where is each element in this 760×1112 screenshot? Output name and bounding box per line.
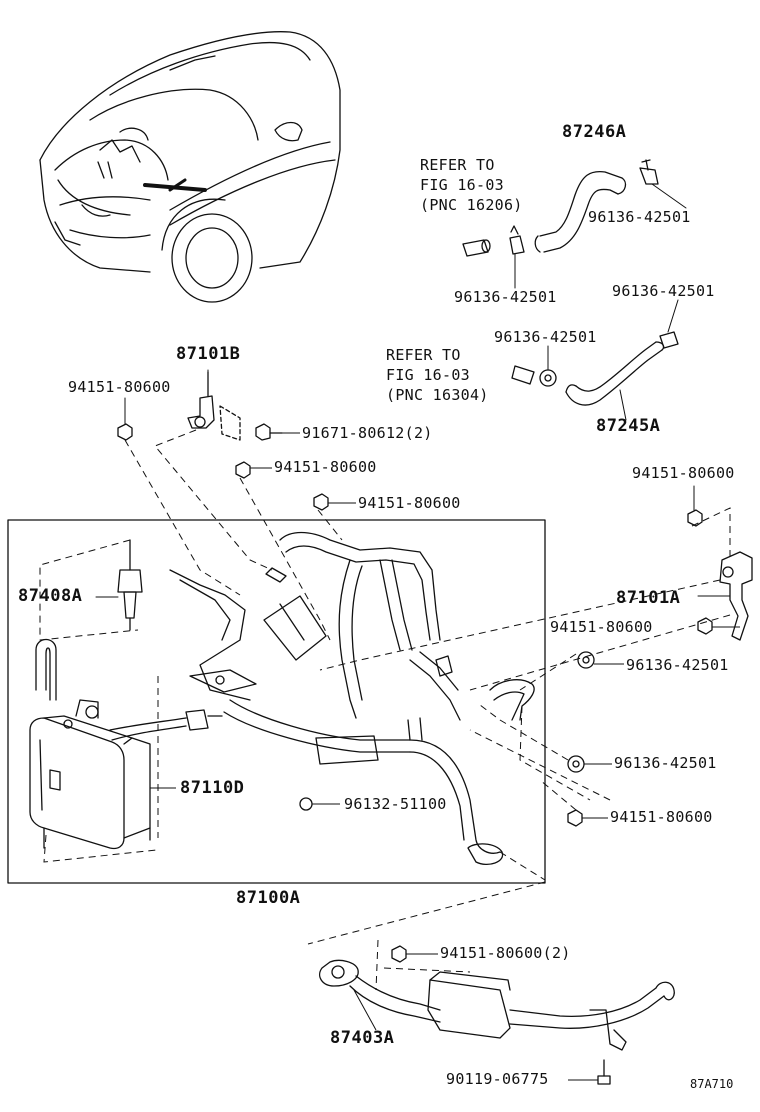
nut-center-1 (235, 461, 251, 479)
clamp-upper-left (509, 225, 525, 255)
label-assembly: 87100A (236, 888, 301, 908)
pipe-stub-top (462, 239, 491, 257)
refer-note-mid-line1: REFER TO (386, 346, 461, 364)
label-nut-bottom: 94151-80600(2) (440, 944, 571, 962)
label-exhaust-pipe: 87403A (330, 1028, 395, 1048)
vehicle-illustration (39, 31, 341, 303)
coolant-pipes (169, 531, 504, 866)
nut-bottom (391, 945, 407, 963)
refer-note-mid-line2: FIG 16-03 (386, 366, 470, 384)
bracket-87101b (187, 371, 241, 441)
label-bracket-right: 87101A (616, 588, 681, 608)
label-heater-unit: 87110D (180, 778, 245, 798)
nut-right-low (567, 809, 583, 827)
clamp-mid (539, 369, 557, 387)
label-hose-mid: 87245A (596, 416, 661, 436)
label-clamp-mid-top: 96136-42501 (612, 282, 715, 300)
label-clamp-upper-left: 96136-42501 (454, 288, 557, 306)
label-valve: 87408A (18, 586, 83, 606)
clamp-right-1 (577, 651, 595, 669)
refer-note-top-line3: (PNC 16206) (420, 196, 523, 214)
nut-right-mid (697, 617, 713, 635)
pipe-stub-mid (511, 365, 535, 385)
figure-code: 87A710 (690, 1077, 734, 1091)
valve-87408a (117, 539, 143, 631)
heater-unit-87110d (29, 699, 223, 850)
label-nut-left-top: 94151-80600 (68, 378, 171, 396)
label-nut-right-top: 94151-80600 (632, 464, 735, 482)
exhaust-pipe-87403a (319, 959, 675, 1085)
label-hose-upper: 87246A (562, 122, 627, 142)
clamp-right-2 (567, 755, 585, 773)
vacuum-hose-loop (35, 638, 57, 701)
assembly-frame (7, 519, 546, 884)
clamp-upper-right (639, 159, 659, 185)
label-nut-right-mid: 94151-80600 (550, 618, 653, 636)
label-nut-right-low: 94151-80600 (610, 808, 713, 826)
nut-center-2 (313, 493, 329, 511)
nut-right-top (687, 509, 703, 527)
hose-87245a (565, 341, 665, 406)
label-nut-center-2: 94151-80600 (358, 494, 461, 512)
bolt-91671 (255, 423, 283, 441)
label-nut-center-1: 94151-80600 (274, 458, 377, 476)
label-bolt-bracket: 91671-80612(2) (302, 424, 433, 442)
hose-87246a (534, 170, 627, 253)
label-clamp-upper-right: 96136-42501 (588, 208, 691, 226)
refer-note-top-line1: REFER TO (420, 156, 495, 174)
hose-right-stub (489, 679, 535, 721)
label-bolt-bottom: 90119-06775 (446, 1070, 549, 1088)
refer-note-top-line2: FIG 16-03 (420, 176, 504, 194)
clamp-96132 (299, 797, 313, 811)
clamp-mid-top (659, 331, 679, 349)
label-clamp-inner: 96132-51100 (344, 795, 447, 813)
label-clamp-mid: 96136-42501 (494, 328, 597, 346)
label-bracket-left: 87101B (176, 344, 241, 364)
bracket-87101a (719, 551, 753, 641)
label-clamp-right-1: 96136-42501 (626, 656, 729, 674)
label-clamp-right-2: 96136-42501 (614, 754, 717, 772)
nut-left-top (117, 423, 133, 441)
refer-note-mid-line3: (PNC 16304) (386, 386, 489, 404)
